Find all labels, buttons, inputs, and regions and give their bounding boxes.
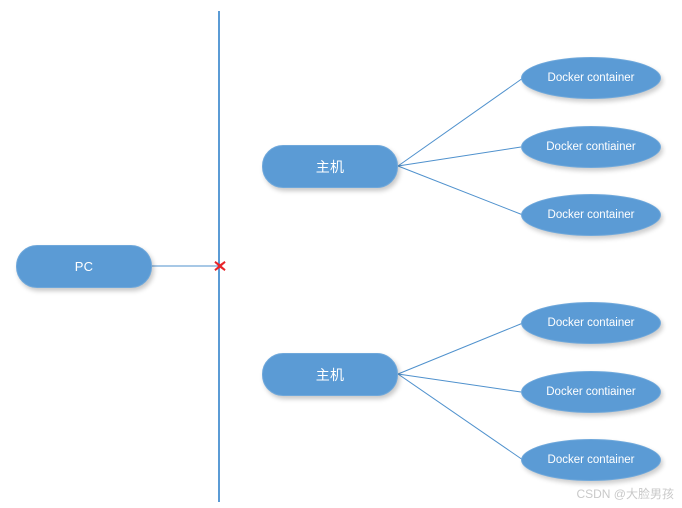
- host2-to-container-5: [397, 373, 522, 393]
- node-docker-container-5-label: Docker contiainer: [546, 386, 636, 398]
- host2-to-container-6: [397, 373, 524, 461]
- host1-to-container-1: [397, 77, 524, 167]
- node-docker-container-6-label: Docker container: [547, 454, 635, 466]
- node-docker-container-5[interactable]: Docker contiainer: [521, 371, 661, 413]
- node-pc[interactable]: PC: [16, 245, 152, 288]
- node-host-2[interactable]: 主机: [262, 353, 398, 396]
- host1-to-container-2: [397, 146, 522, 167]
- node-docker-container-1-label: Docker container: [547, 72, 635, 84]
- host2-to-container-4: [397, 322, 524, 375]
- node-docker-container-3[interactable]: Docker container: [521, 194, 661, 236]
- node-host-1[interactable]: 主机: [262, 145, 398, 188]
- node-host-2-label: 主机: [315, 366, 345, 383]
- node-docker-container-2[interactable]: Docker contiainer: [521, 126, 661, 168]
- node-docker-container-1[interactable]: Docker container: [521, 57, 661, 99]
- node-docker-container-3-label: Docker container: [547, 209, 635, 221]
- node-docker-container-4[interactable]: Docker container: [521, 302, 661, 344]
- node-host-1-label: 主机: [315, 158, 345, 175]
- x-cross-icon: [214, 261, 226, 271]
- node-pc-label: PC: [74, 259, 94, 274]
- host1-to-container-3: [397, 165, 524, 216]
- watermark: CSDN @大脸男孩: [576, 487, 674, 501]
- node-docker-container-6[interactable]: Docker container: [521, 439, 661, 481]
- node-docker-container-2-label: Docker contiainer: [546, 141, 636, 153]
- node-docker-container-4-label: Docker container: [547, 317, 635, 329]
